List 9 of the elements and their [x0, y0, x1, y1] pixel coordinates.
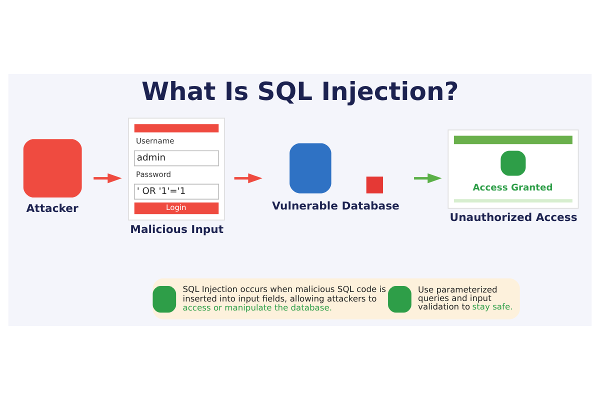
arrow	[94, 173, 122, 184]
arrow	[414, 173, 442, 184]
node-box	[23, 139, 82, 198]
node-label: Malicious Input	[130, 222, 224, 236]
node-label: Attacker	[26, 202, 78, 216]
arrow	[234, 173, 262, 184]
diagram-title: What Is SQL Injection?	[141, 76, 459, 106]
node-label: Unauthorized Access	[450, 211, 578, 224]
node-label: Vulnerable Database	[272, 200, 400, 213]
